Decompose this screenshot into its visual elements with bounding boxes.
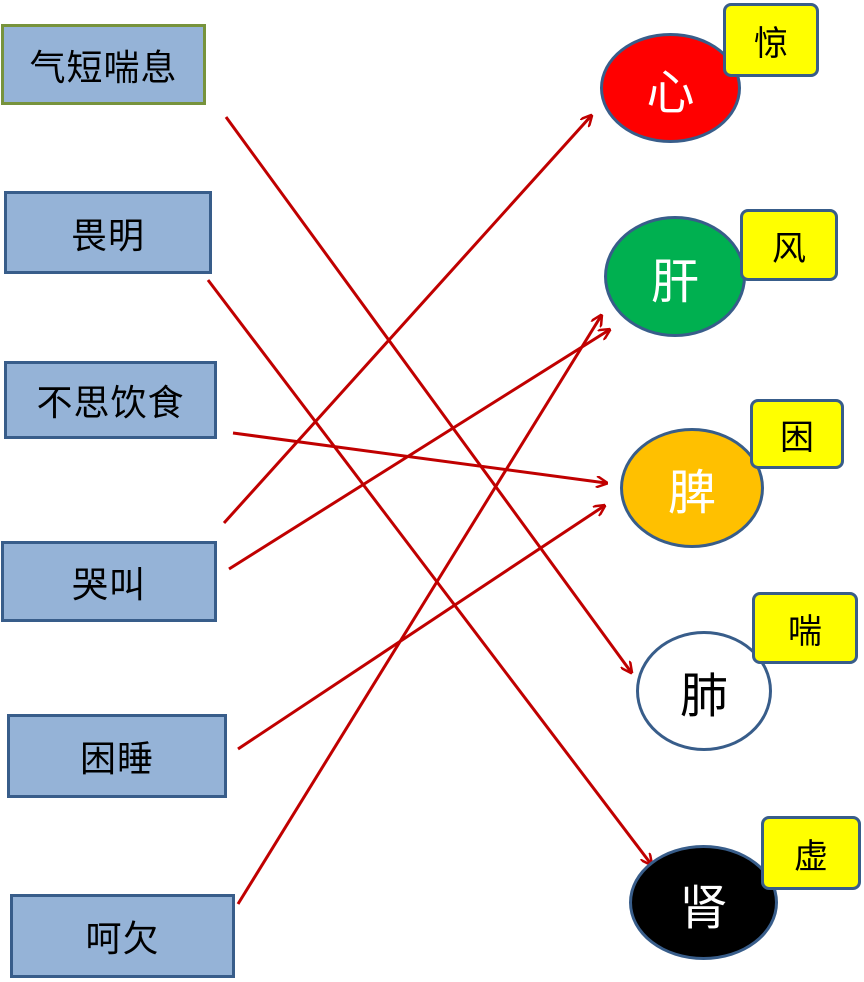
organ-tag: 虚	[761, 816, 861, 890]
symptom-box: 哭叫	[1, 541, 217, 622]
arrow-1	[206, 279, 651, 864]
symptom-box: 气短喘息	[1, 24, 206, 105]
organ-tag: 喘	[752, 592, 858, 664]
organ-tag: 惊	[723, 3, 819, 77]
organ-liver: 肝	[604, 216, 746, 337]
symptom-box: 困睡	[7, 714, 227, 798]
organ-spleen: 脾	[620, 428, 764, 548]
arrow-5	[236, 316, 601, 905]
arrow-2	[232, 431, 606, 483]
symptom-box: 呵欠	[10, 894, 235, 978]
organ-tag: 风	[740, 209, 838, 281]
arrow-0	[224, 116, 631, 672]
arrow-3	[222, 116, 591, 525]
organ-heart: 心	[600, 33, 741, 143]
symptom-box: 不思饮食	[4, 361, 217, 439]
organ-tag: 困	[750, 399, 844, 469]
arrow-extra-0	[228, 330, 609, 571]
arrow-4	[237, 506, 604, 751]
organ-lung: 肺	[636, 631, 772, 751]
symptom-box: 畏明	[4, 191, 212, 274]
organ-kidney: 肾	[629, 845, 778, 960]
